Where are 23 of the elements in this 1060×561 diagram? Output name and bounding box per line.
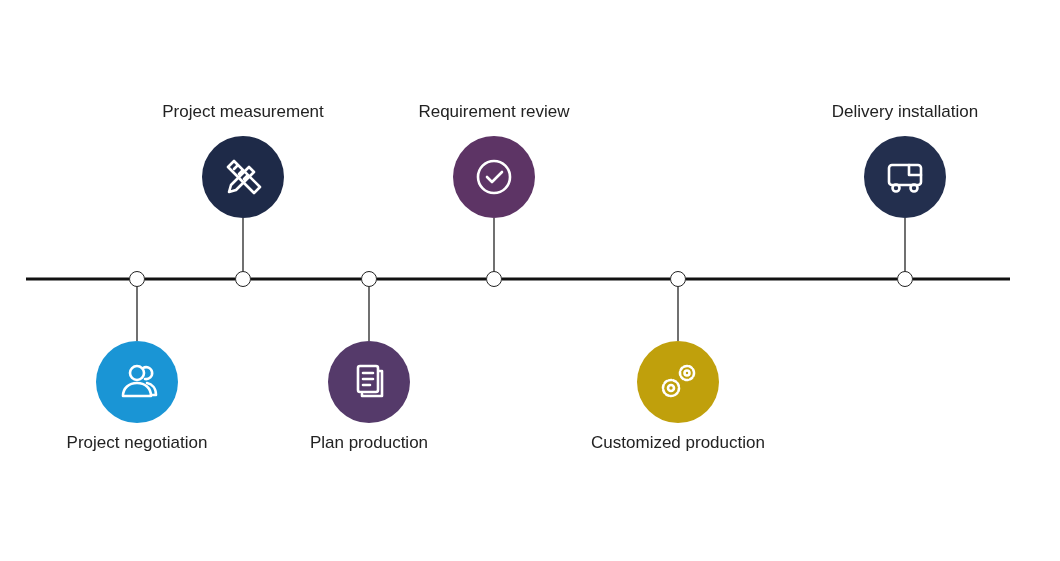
timeline-line <box>377 277 486 281</box>
timeline-marker <box>486 271 502 287</box>
timeline-line <box>251 277 361 281</box>
connector-line <box>904 217 906 272</box>
connector-line <box>242 217 244 272</box>
connector-line <box>677 286 679 342</box>
timeline-marker <box>235 271 251 287</box>
timeline-marker <box>897 271 913 287</box>
connector-line <box>368 286 370 342</box>
timeline-marker <box>129 271 145 287</box>
step-label: Customized production <box>591 432 765 454</box>
step-label: Project measurement <box>162 101 324 123</box>
connector-line <box>493 217 495 272</box>
timeline-marker <box>361 271 377 287</box>
timeline-line <box>502 277 670 281</box>
timeline-marker <box>670 271 686 287</box>
step-label: Project negotiation <box>66 432 208 454</box>
timeline-line <box>686 277 897 281</box>
step-label: Requirement review <box>418 101 570 123</box>
timeline-line <box>145 277 235 281</box>
step-label: Delivery installation <box>831 101 979 123</box>
connector-line <box>136 286 138 342</box>
step-label: Plan production <box>309 432 429 454</box>
